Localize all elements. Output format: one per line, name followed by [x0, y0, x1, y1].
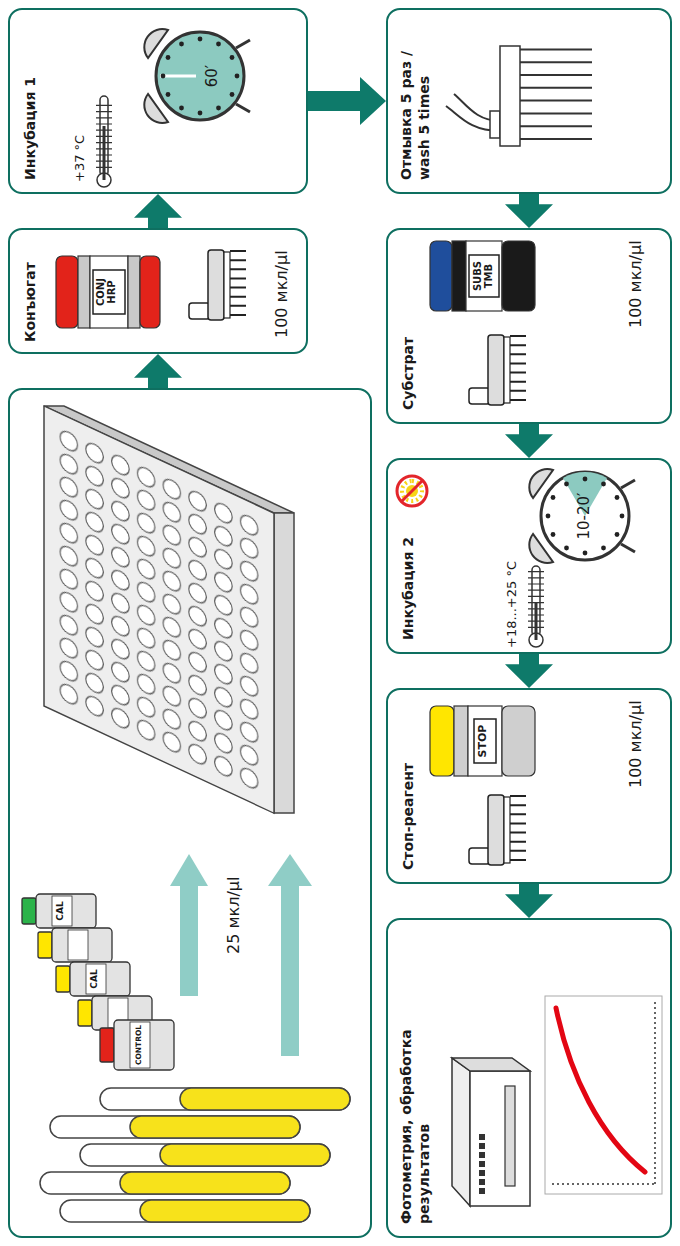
volume-label: 100 мкл/µl — [626, 240, 645, 328]
step-title: Инкубация 1 — [22, 20, 40, 180]
volume-label: 100 мкл/µl — [272, 250, 291, 338]
time-label: 10-20′ — [575, 486, 593, 546]
volume-label: 25 мкл/µl — [224, 877, 243, 954]
flow-arrow — [505, 654, 553, 688]
reagent-label: STOP — [477, 719, 489, 763]
time-label: 60′ — [203, 46, 221, 106]
step-title: Стоп-реагент — [400, 700, 418, 870]
flow-arrow — [505, 194, 553, 228]
step-title: Инкубация 2 — [400, 510, 418, 640]
flow-arrow — [134, 194, 182, 228]
step-title: Конъюгат — [22, 238, 40, 342]
flow-arrow — [505, 424, 553, 458]
step-title: Субстрат — [400, 240, 418, 410]
volume-label: 100 мкл/µl — [626, 700, 645, 788]
step-box: Субстрат 100 мкл/µl — [386, 228, 672, 424]
reagent-label: SUBS TMB — [472, 256, 494, 296]
step-box: Инкубация 2 — [386, 458, 672, 654]
step-box: Стоп-реагент 100 мкл/µl — [386, 688, 672, 884]
step-title: Отмывка 5 раз / wash 5 times — [398, 30, 433, 180]
step-box: Инкубация 1 — [8, 8, 308, 194]
sample-box: 25 мкл/µl — [8, 388, 372, 1238]
temperature-label: +37 °C — [72, 135, 87, 182]
temperature-label: +18...+25 °C — [504, 561, 519, 648]
flow-arrow — [134, 354, 182, 388]
reagent-label: CAL — [56, 894, 66, 928]
reagent-label: CONTROL — [135, 1020, 143, 1070]
flow-arrow — [505, 884, 553, 918]
step-box: Отмывка 5 раз / wash 5 times — [386, 8, 672, 194]
reagent-label: CONJ HRP — [95, 272, 117, 312]
step-box: Конъюгат 100 мкл/µl — [8, 228, 308, 354]
step-box: Фотометрия, обработка результатов — [386, 918, 672, 1238]
flow-arrow — [308, 77, 386, 125]
reagent-label: CAL — [90, 962, 100, 996]
step-title: Фотометрия, обработка результатов — [398, 1009, 433, 1224]
